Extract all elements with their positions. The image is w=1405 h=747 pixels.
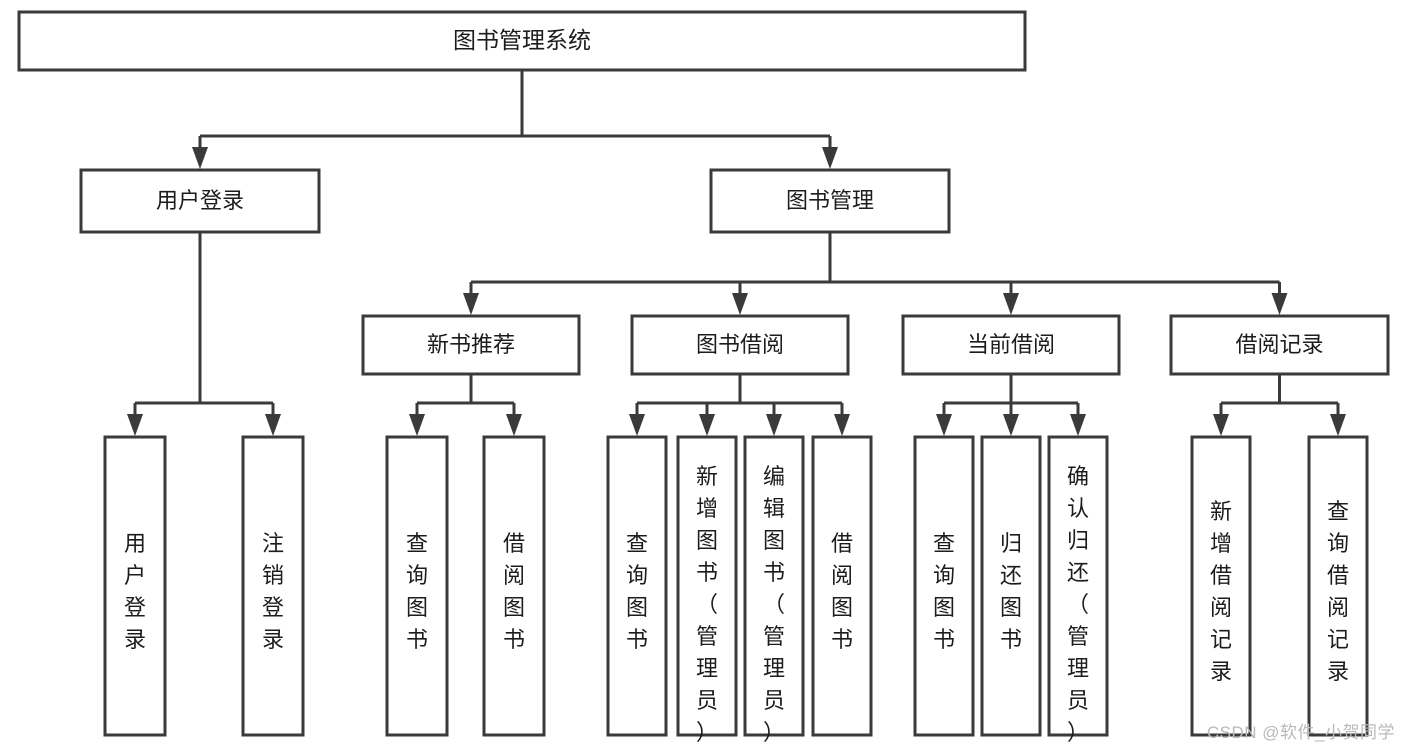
node-box-leaf-logout[interactable] [241, 435, 305, 737]
node-label-user-login: 用户登录 [156, 188, 244, 213]
arrow-head-icon [1330, 414, 1346, 436]
node-box-leaf-borrow-book-rec[interactable] [482, 435, 546, 737]
arrow-head-icon [936, 414, 952, 436]
connector-recommend-to-leaves [409, 374, 522, 436]
node-leaf-borrow-book-rec[interactable]: 借阅图书 [482, 435, 546, 737]
node-label-leaf-confirm-return: 确认归还（管理员） [1067, 464, 1089, 745]
node-leaf-add-record[interactable]: 新增借阅记录 [1190, 435, 1252, 737]
node-label-leaf-borrow-book: 借阅图书 [831, 531, 853, 652]
connector-record-to-leaves [1213, 374, 1346, 436]
arrow-head-icon [265, 414, 281, 436]
connector-bookmgmt-to-level3 [463, 232, 1288, 315]
arrow-head-icon [506, 414, 522, 436]
arrow-head-icon [1070, 414, 1086, 436]
node-leaf-return-book[interactable]: 归还图书 [980, 435, 1042, 737]
node-box-book-borrow[interactable] [630, 314, 850, 376]
node-box-leaf-confirm-return[interactable] [1047, 435, 1109, 737]
node-layer: 图书管理系统用户登录图书管理新书推荐图书借阅当前借阅借阅记录用户登录注销登录查询… [17, 10, 1390, 745]
node-leaf-query-book-cur[interactable]: 查询图书 [913, 435, 975, 737]
node-label-leaf-query-book-rec: 查询图书 [406, 531, 428, 652]
node-borrow-record[interactable]: 借阅记录 [1169, 314, 1390, 376]
node-leaf-edit-book[interactable]: 编辑图书（管理员） [743, 435, 805, 745]
node-leaf-logout[interactable]: 注销登录 [241, 435, 305, 737]
arrow-head-icon [1003, 414, 1019, 436]
node-root[interactable]: 图书管理系统 [17, 10, 1027, 72]
connector-borrow-to-leaves [629, 374, 850, 436]
arrow-head-icon [629, 414, 645, 436]
node-box-leaf-query-book-rec[interactable] [385, 435, 449, 737]
node-box-leaf-return-book[interactable] [980, 435, 1042, 737]
arrow-head-icon [699, 414, 715, 436]
node-box-leaf-add-book[interactable] [676, 435, 738, 737]
node-label-book-management: 图书管理 [786, 188, 874, 213]
arrow-head-icon [463, 293, 479, 315]
connector-root-to-level2 [192, 70, 838, 169]
node-label-leaf-query-record: 查询借阅记录 [1327, 499, 1349, 684]
node-label-leaf-query-book-borrow: 查询图书 [626, 531, 648, 652]
node-label-book-borrow: 图书借阅 [696, 332, 784, 357]
arrow-head-icon [1213, 414, 1229, 436]
node-label-leaf-query-book-cur: 查询图书 [933, 531, 955, 652]
node-label-leaf-add-record: 新增借阅记录 [1210, 499, 1232, 684]
node-leaf-query-book-borrow[interactable]: 查询图书 [606, 435, 668, 737]
node-box-new-book-recommend[interactable] [361, 314, 581, 376]
node-box-leaf-query-book-cur[interactable] [913, 435, 975, 737]
node-book-borrow[interactable]: 图书借阅 [630, 314, 850, 376]
node-leaf-user-login[interactable]: 用户登录 [103, 435, 167, 737]
node-user-login[interactable]: 用户登录 [79, 168, 321, 234]
arrow-head-icon [409, 414, 425, 436]
node-box-user-login[interactable] [79, 168, 321, 234]
node-box-leaf-borrow-book[interactable] [811, 435, 873, 737]
arrow-head-icon [766, 414, 782, 436]
node-leaf-query-record[interactable]: 查询借阅记录 [1307, 435, 1369, 737]
node-current-borrow[interactable]: 当前借阅 [901, 314, 1121, 376]
node-label-leaf-logout: 注销登录 [262, 531, 284, 652]
arrow-head-icon [192, 147, 208, 169]
node-book-management[interactable]: 图书管理 [709, 168, 951, 234]
node-label-leaf-edit-book: 编辑图书（管理员） [763, 464, 785, 745]
node-leaf-borrow-book[interactable]: 借阅图书 [811, 435, 873, 737]
node-new-book-recommend[interactable]: 新书推荐 [361, 314, 581, 376]
node-leaf-query-book-rec[interactable]: 查询图书 [385, 435, 449, 737]
arrow-head-icon [822, 147, 838, 169]
node-box-leaf-edit-book[interactable] [743, 435, 805, 737]
node-label-new-book-recommend: 新书推荐 [427, 332, 515, 357]
node-box-borrow-record[interactable] [1169, 314, 1390, 376]
node-label-leaf-borrow-book-rec: 借阅图书 [503, 531, 525, 652]
node-box-leaf-add-record[interactable] [1190, 435, 1252, 737]
node-leaf-confirm-return[interactable]: 确认归还（管理员） [1047, 435, 1109, 745]
arrow-head-icon [1003, 293, 1019, 315]
arrow-head-icon [732, 293, 748, 315]
node-leaf-add-book[interactable]: 新增图书（管理员） [676, 435, 738, 745]
node-label-leaf-add-book: 新增图书（管理员） [696, 464, 718, 745]
arrow-head-icon [127, 414, 143, 436]
connector-current-to-leaves [936, 374, 1086, 436]
connector-userlogin-to-leaves [127, 232, 281, 436]
node-label-root: 图书管理系统 [453, 27, 591, 53]
node-box-leaf-query-book-borrow[interactable] [606, 435, 668, 737]
node-label-leaf-user-login: 用户登录 [124, 531, 146, 652]
node-box-leaf-user-login[interactable] [103, 435, 167, 737]
node-box-book-management[interactable] [709, 168, 951, 234]
node-label-current-borrow: 当前借阅 [967, 332, 1055, 357]
node-label-borrow-record: 借阅记录 [1235, 332, 1323, 357]
node-box-leaf-query-record[interactable] [1307, 435, 1369, 737]
connector-layer [127, 70, 1346, 436]
arrow-head-icon [1271, 293, 1288, 315]
node-box-current-borrow[interactable] [901, 314, 1121, 376]
node-box-root[interactable] [17, 10, 1027, 72]
arrow-head-icon [834, 414, 850, 436]
node-label-leaf-return-book: 归还图书 [1000, 531, 1022, 652]
